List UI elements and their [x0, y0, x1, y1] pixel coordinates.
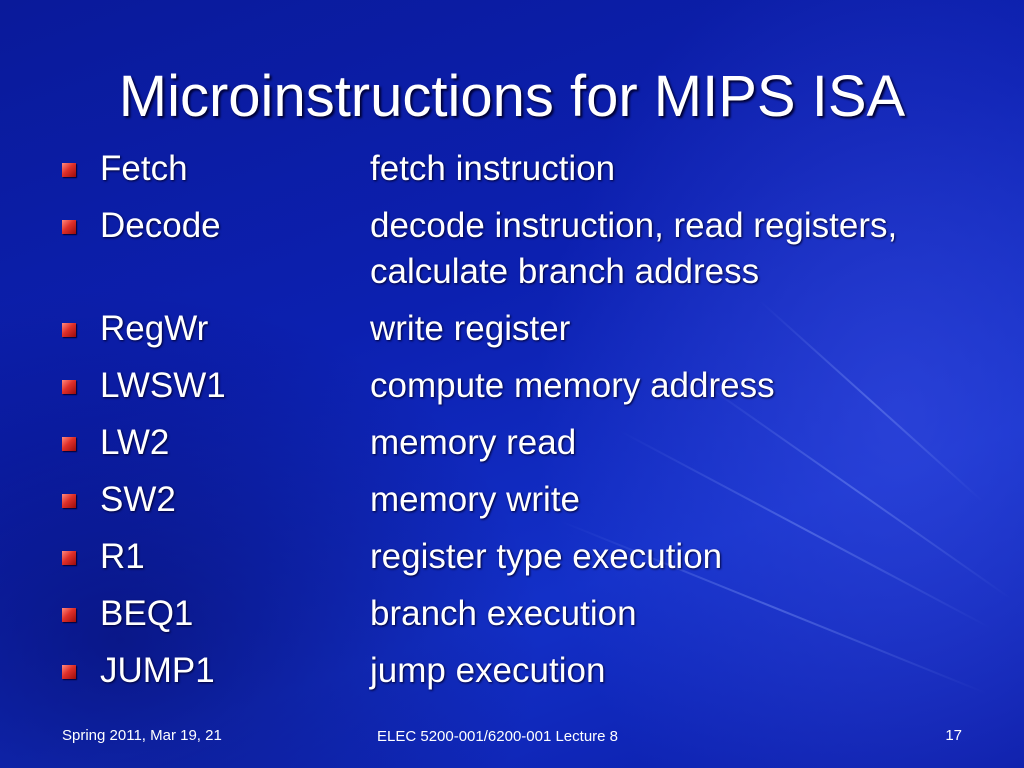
list-item: R1 register type execution	[62, 534, 1012, 580]
item-description: decode instruction, read registers, calc…	[370, 206, 898, 291]
slide-title: Microinstructions for MIPS ISA	[118, 64, 906, 129]
list-item: Fetch fetch instruction	[62, 146, 1012, 192]
list-item: SW2 memory write	[62, 477, 1012, 523]
item-term: SW2	[100, 480, 176, 519]
item-description: fetch instruction	[370, 149, 616, 188]
item-description: memory read	[370, 423, 577, 462]
list-item: LWSW1 compute memory address	[62, 363, 1012, 409]
item-term: RegWr	[100, 309, 209, 348]
square-bullet-icon	[62, 494, 76, 508]
square-bullet-icon	[62, 437, 76, 451]
list-item: LW2 memory read	[62, 420, 1012, 466]
item-term: BEQ1	[100, 594, 194, 633]
item-description: jump execution	[370, 651, 606, 690]
list-item: RegWr write register	[62, 306, 1012, 352]
item-term: Fetch	[100, 149, 188, 188]
item-description: compute memory address	[370, 366, 775, 405]
microinstruction-list: Fetch fetch instruction Decode decode in…	[62, 146, 1012, 705]
square-bullet-icon	[62, 220, 76, 234]
item-description: write register	[370, 309, 571, 348]
item-term: Decode	[100, 206, 221, 245]
square-bullet-icon	[62, 163, 76, 177]
footer-date: Spring 2011, Mar 19, 21	[62, 727, 222, 744]
list-item: BEQ1 branch execution	[62, 591, 1012, 637]
list-item: JUMP1 jump execution	[62, 648, 1012, 694]
footer-course: ELEC 5200-001/6200-001 Lecture 8	[377, 728, 619, 745]
item-description: branch execution	[370, 594, 637, 633]
square-bullet-icon	[62, 551, 76, 565]
page-number: 17	[945, 727, 962, 744]
item-term: LWSW1	[100, 366, 226, 405]
square-bullet-icon	[62, 665, 76, 679]
item-term: R1	[100, 537, 145, 576]
square-bullet-icon	[62, 380, 76, 394]
item-description: register type execution	[370, 537, 723, 576]
item-term: LW2	[100, 423, 170, 462]
item-term: JUMP1	[100, 651, 215, 690]
square-bullet-icon	[62, 323, 76, 337]
item-description: memory write	[370, 480, 581, 519]
list-item: Decode decode instruction, read register…	[62, 203, 1012, 295]
square-bullet-icon	[62, 608, 76, 622]
